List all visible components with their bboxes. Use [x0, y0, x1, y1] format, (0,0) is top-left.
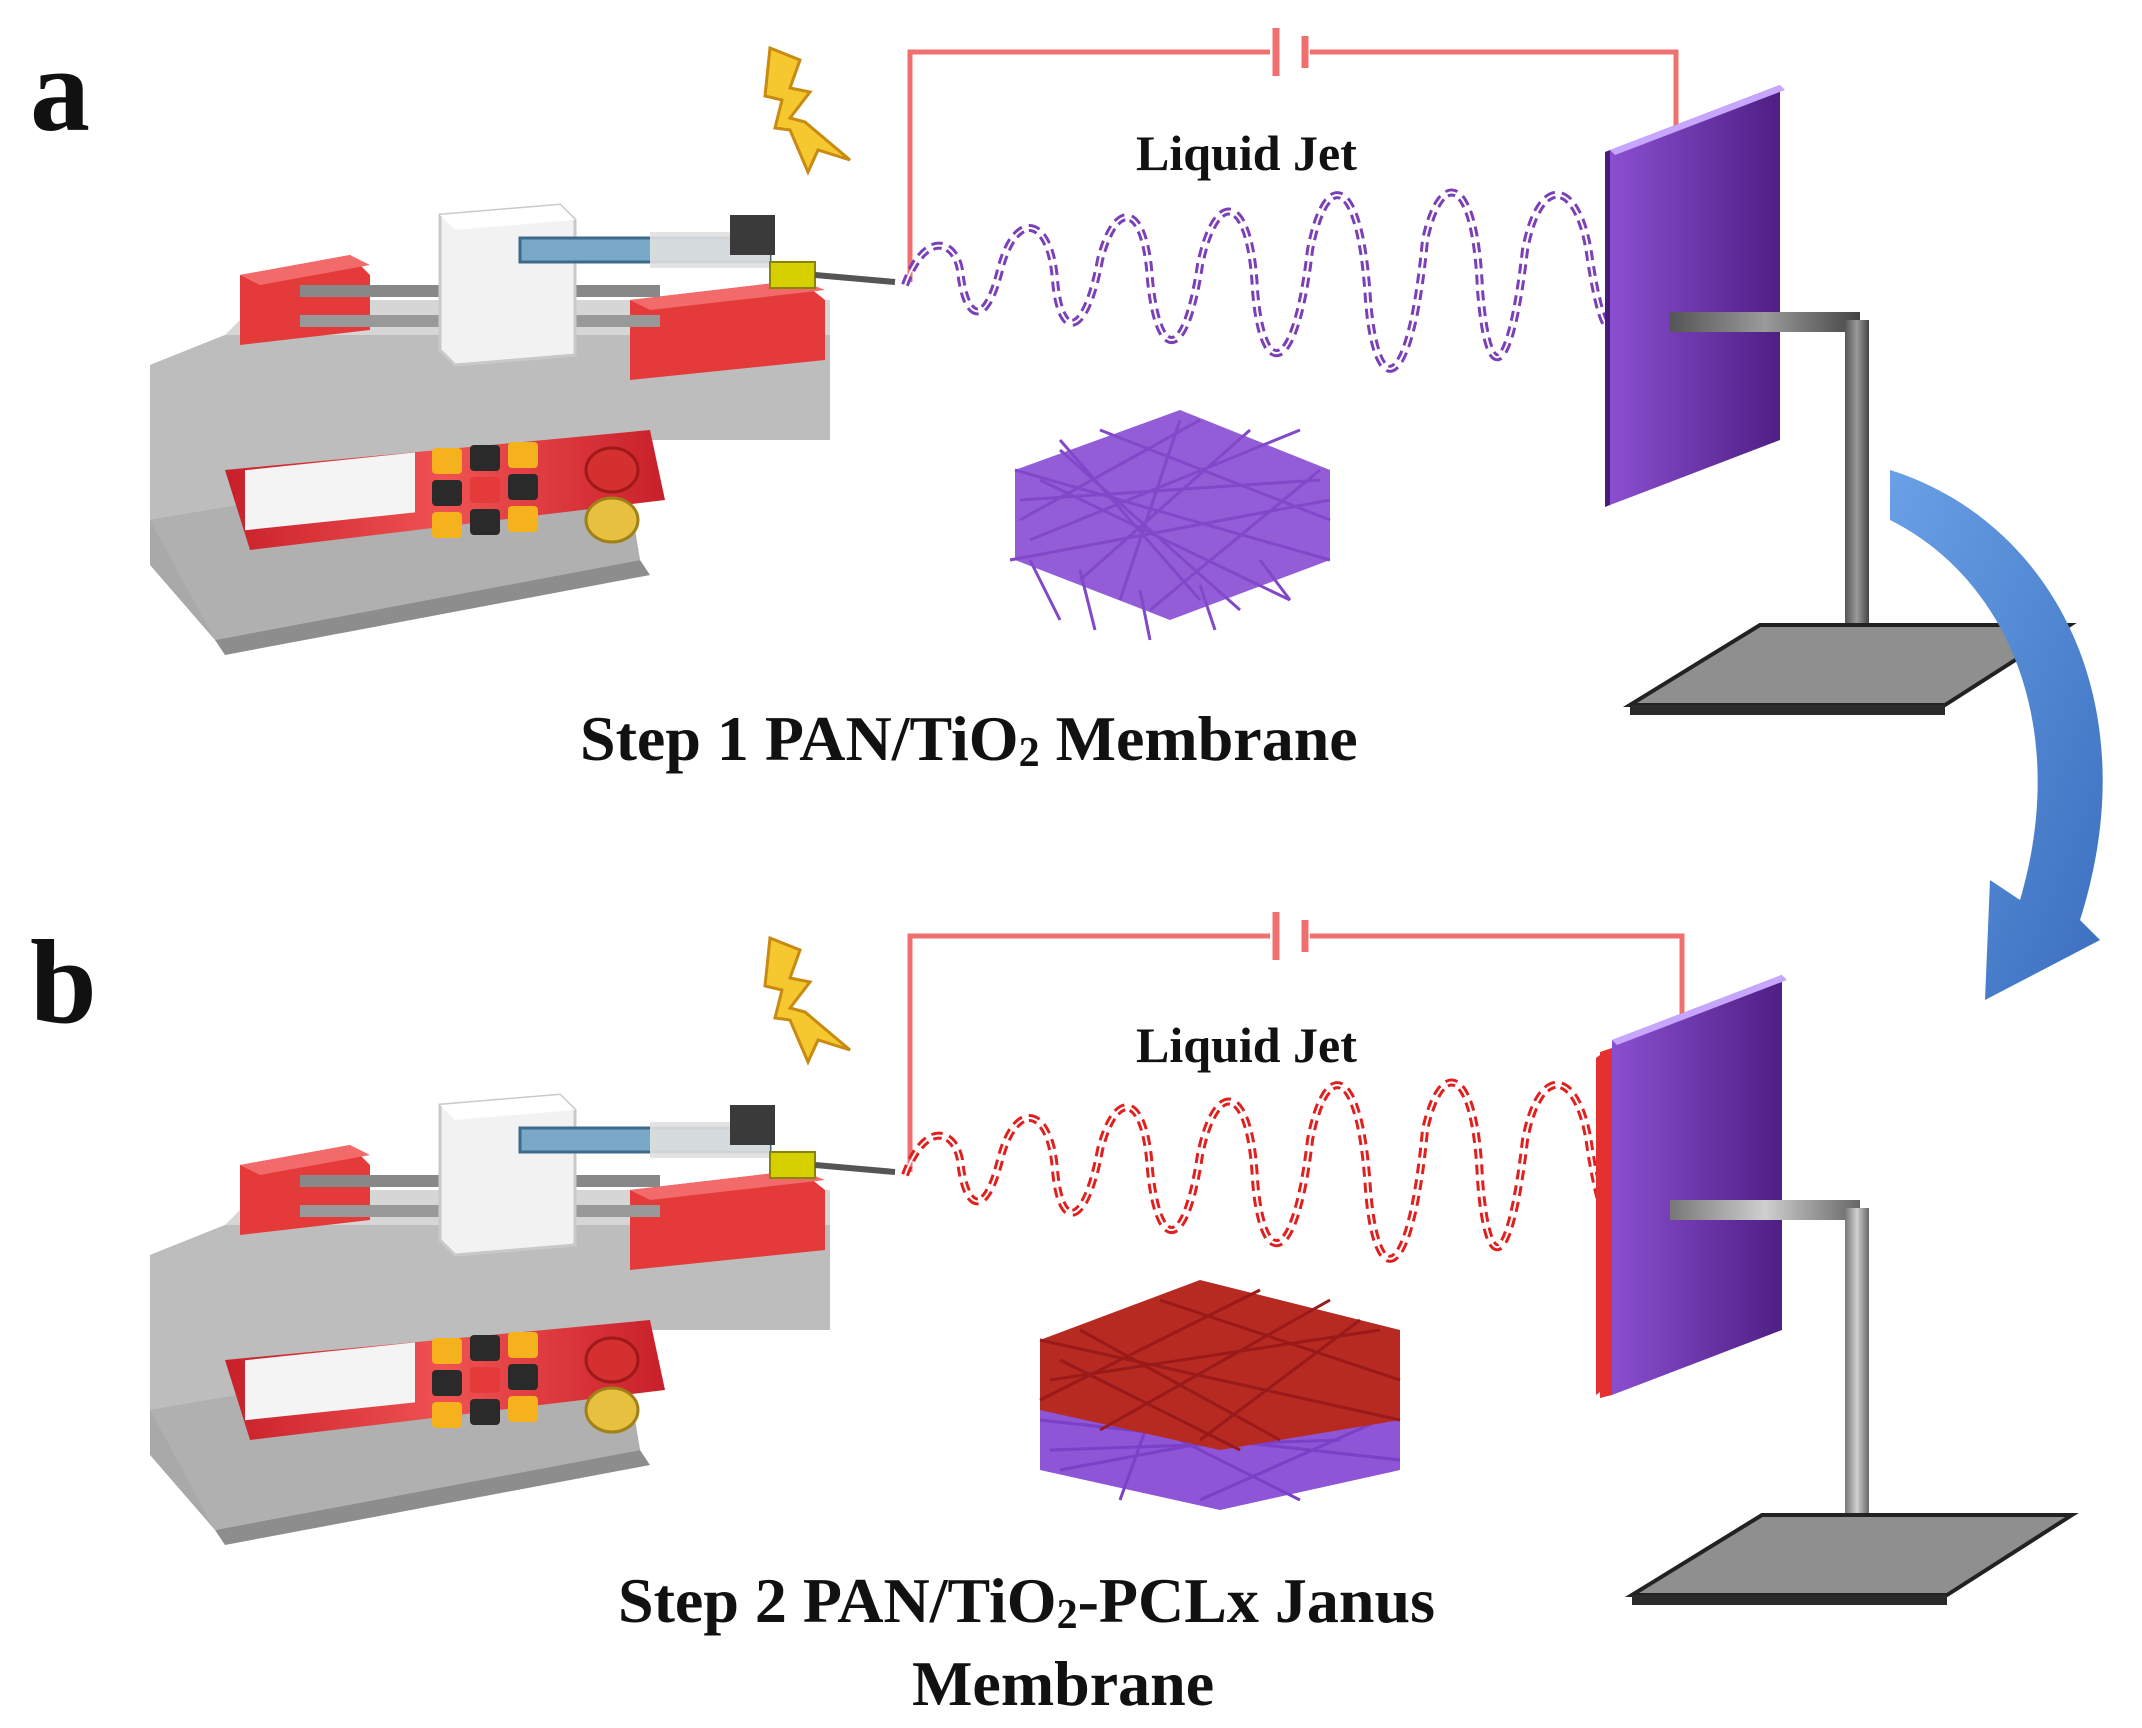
- circuit-wire-b: [907, 933, 1270, 1172]
- panel-letter-a: a: [30, 23, 90, 156]
- fiber-mat-janus: [1039, 1280, 1401, 1510]
- transition-arrow: [1890, 470, 2103, 1000]
- liquid-jet-b: [901, 1078, 1613, 1263]
- syringe-pump: [150, 1095, 895, 1545]
- high-voltage-icon: [763, 46, 852, 174]
- caption-step-2-line-1: Step 2 PAN/TiO2-PCLx Janus: [618, 1565, 1435, 1638]
- caption-step-1: Step 1 PAN/TiO2 Membrane: [580, 703, 1358, 776]
- liquid-jet-label-b: Liquid Jet: [1136, 1017, 1357, 1073]
- panel-letter-b: b: [30, 915, 97, 1048]
- panel-b: b Liquid Jet: [30, 912, 2079, 1719]
- collector-b: [1596, 975, 2079, 1605]
- liquid-jet-label-a: Liquid Jet: [1136, 125, 1357, 181]
- panel-a: a Liquid Jet Step 1 PAN/TiO2 Membra: [30, 23, 2077, 776]
- liquid-jet-a: [901, 188, 1613, 373]
- circuit-wire-a: [907, 49, 1270, 282]
- caption-step-2-line-2: Membrane: [912, 1648, 1214, 1719]
- high-voltage-icon: [763, 936, 852, 1064]
- syringe-pump: [150, 205, 895, 655]
- collector-a: [1605, 85, 2077, 715]
- fiber-mat-pan-tio2: [1009, 410, 1331, 641]
